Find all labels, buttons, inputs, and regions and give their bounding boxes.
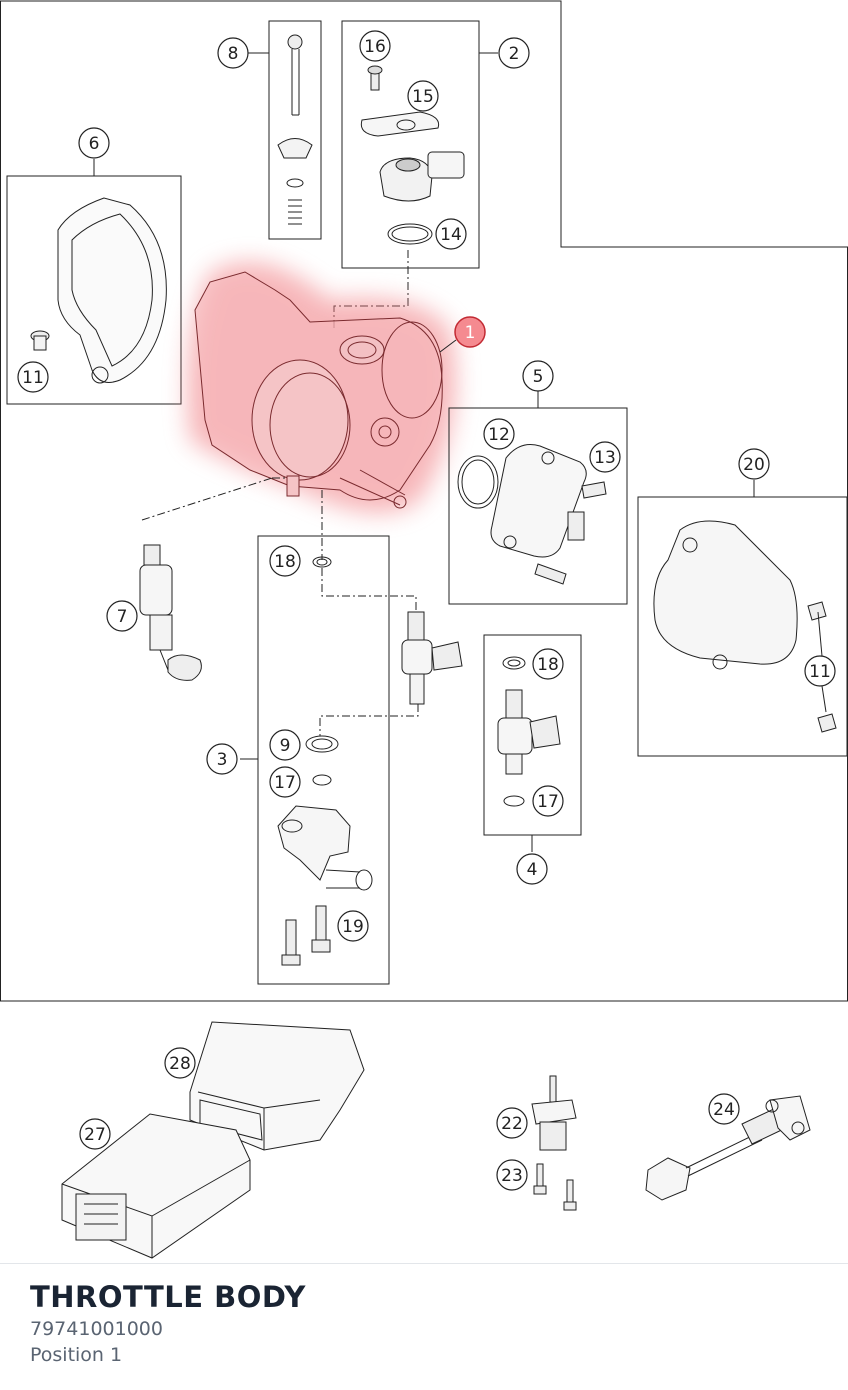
- svg-text:2: 2: [509, 44, 520, 64]
- svg-text:17: 17: [537, 792, 559, 812]
- svg-text:4: 4: [527, 860, 538, 880]
- svg-text:16: 16: [364, 37, 386, 57]
- group-2-box: [333, 20, 498, 330]
- throttle-body-part[interactable]: [194, 271, 443, 509]
- part-position: Position 1: [30, 1344, 123, 1366]
- group-20-box: [637, 480, 848, 757]
- svg-text:17: 17: [274, 773, 296, 793]
- callout-13[interactable]: 13: [589, 441, 621, 473]
- svg-text:5: 5: [533, 367, 544, 387]
- group-4-box: [483, 634, 582, 852]
- svg-text:1: 1: [465, 323, 476, 343]
- svg-text:7: 7: [117, 607, 128, 627]
- callout-12[interactable]: 12: [483, 418, 515, 450]
- svg-text:18: 18: [274, 552, 296, 572]
- svg-text:8: 8: [228, 44, 239, 64]
- svg-text:9: 9: [280, 736, 291, 756]
- svg-text:28: 28: [169, 1054, 191, 1074]
- callout-20[interactable]: 20: [738, 448, 770, 480]
- callout-15[interactable]: 15: [407, 80, 439, 112]
- callout-23[interactable]: 23: [496, 1159, 528, 1191]
- svg-text:19: 19: [342, 917, 364, 937]
- callout-5[interactable]: 5: [522, 360, 554, 392]
- svg-text:27: 27: [84, 1125, 106, 1145]
- callout-11[interactable]: 11: [804, 655, 836, 687]
- callout-14[interactable]: 14: [435, 218, 467, 250]
- callout-7[interactable]: 7: [106, 600, 138, 632]
- group-6-box: [6, 159, 182, 405]
- part-info-panel: THROTTLE BODY 79741001000 Position 1: [30, 1278, 306, 1368]
- callout-16[interactable]: 16: [359, 30, 391, 62]
- callout-11[interactable]: 11: [17, 361, 49, 393]
- svg-text:22: 22: [501, 1114, 523, 1134]
- sensor-cable-24: [645, 1095, 811, 1201]
- callout-19[interactable]: 19: [337, 910, 369, 942]
- diagram-frame: [0, 0, 848, 1002]
- svg-text:24: 24: [713, 1100, 735, 1120]
- group-8-box: [248, 20, 322, 240]
- svg-text:15: 15: [412, 87, 434, 107]
- callout-18[interactable]: 18: [532, 648, 564, 680]
- exploded-parts-diagram: 1 2 3 4 5 6 7 8 9 11 11 12 13 14 15 16 1…: [0, 0, 848, 1259]
- callout-17[interactable]: 17: [532, 785, 564, 817]
- callout-6[interactable]: 6: [78, 127, 110, 159]
- callout-24[interactable]: 24: [708, 1093, 740, 1125]
- group-5-box: [448, 391, 628, 605]
- sensors-22-23: [531, 1075, 577, 1211]
- svg-text:13: 13: [594, 448, 616, 468]
- callout-18[interactable]: 18: [269, 545, 301, 577]
- group-3-box: [240, 490, 463, 985]
- callout-1[interactable]: 1: [454, 316, 486, 348]
- control-units-27-28: [61, 1021, 365, 1259]
- part-title: THROTTLE BODY: [30, 1280, 306, 1314]
- callout-4[interactable]: 4: [516, 853, 548, 885]
- svg-text:18: 18: [537, 655, 559, 675]
- svg-text:6: 6: [89, 134, 100, 154]
- callouts: 1 2 3 4 5 6 7 8 9 11 11 12 13 14 15 16 1…: [17, 30, 836, 1191]
- callout-3[interactable]: 3: [206, 743, 238, 775]
- footer-divider: [0, 1263, 848, 1264]
- callout-8[interactable]: 8: [217, 37, 249, 69]
- svg-text:23: 23: [501, 1166, 523, 1186]
- svg-text:11: 11: [22, 368, 44, 388]
- svg-text:3: 3: [217, 750, 228, 770]
- callout-22[interactable]: 22: [496, 1107, 528, 1139]
- part-number: 79741001000: [30, 1318, 163, 1340]
- injector-7-part: [139, 477, 286, 681]
- callout-2[interactable]: 2: [498, 37, 530, 69]
- callout-28[interactable]: 28: [164, 1047, 196, 1079]
- callout-9[interactable]: 9: [269, 729, 301, 761]
- callout-17[interactable]: 17: [269, 766, 301, 798]
- svg-text:12: 12: [488, 425, 510, 445]
- svg-text:11: 11: [809, 662, 831, 682]
- svg-text:20: 20: [743, 455, 765, 475]
- svg-text:14: 14: [440, 225, 462, 245]
- callout-27[interactable]: 27: [79, 1118, 111, 1150]
